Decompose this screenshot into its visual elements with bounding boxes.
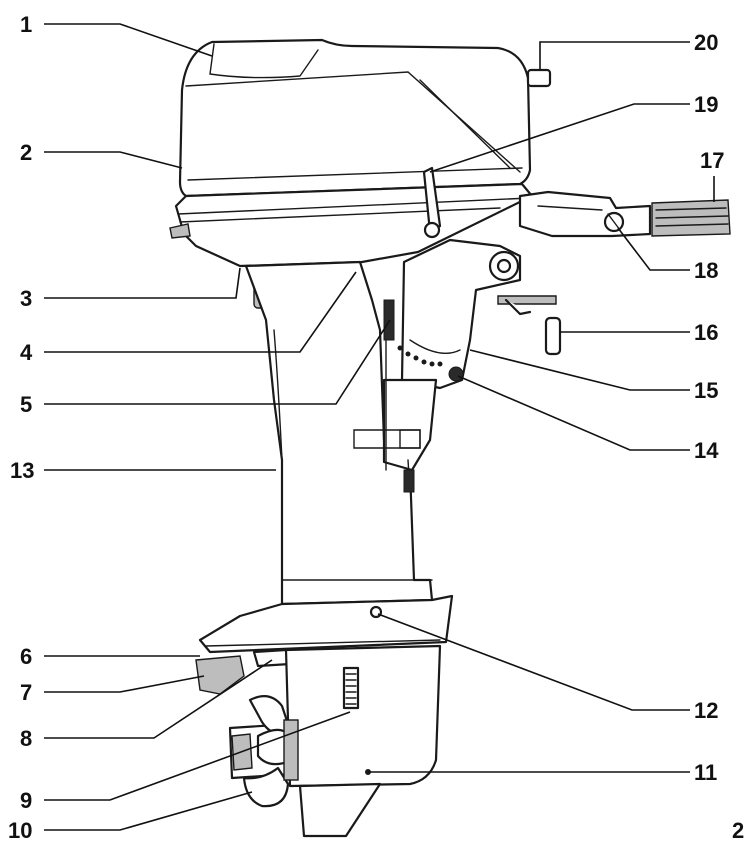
callout-15: 15 xyxy=(694,378,718,403)
outboard-motor-illustration xyxy=(169,38,731,838)
top-cowling xyxy=(178,38,532,198)
tiller-handle xyxy=(518,190,652,238)
clamp-screw xyxy=(497,295,557,305)
bottom-cowling xyxy=(174,182,534,268)
callout-8: 8 xyxy=(20,726,32,751)
tilt-lock-lever xyxy=(448,366,464,382)
leader-14 xyxy=(457,375,690,451)
clamp-screw-handle xyxy=(544,316,562,356)
callout-13: 13 xyxy=(10,458,34,483)
leader-20 xyxy=(539,41,690,70)
skeg xyxy=(298,782,382,838)
shift-rod xyxy=(383,299,395,341)
leader-2 xyxy=(44,151,183,169)
gear-housing xyxy=(284,644,442,788)
leader-15 xyxy=(469,349,690,391)
callout-16: 16 xyxy=(694,320,718,345)
callout-12: 12 xyxy=(694,698,718,723)
callout-17: 17 xyxy=(700,148,724,173)
callout-18: 18 xyxy=(694,258,718,283)
choke-knob xyxy=(526,68,552,88)
water-inlet-plug xyxy=(369,605,383,619)
callout-14: 14 xyxy=(694,438,719,463)
callout-6: 6 xyxy=(20,644,32,669)
callout-3: 3 xyxy=(20,286,32,311)
callout-19: 19 xyxy=(694,92,718,117)
callout-labels: 1 2 3 4 5 6 7 8 9 10 11 12 13 14 15 16 1… xyxy=(8,12,744,843)
leader-7 xyxy=(44,675,205,693)
leader-10 xyxy=(44,791,253,831)
leader-lines xyxy=(44,23,715,831)
callout-1: 1 xyxy=(20,12,32,37)
callout-2: 2 xyxy=(20,140,32,165)
leader-12 xyxy=(377,613,690,711)
callout-5: 5 xyxy=(20,392,32,417)
trim-tab xyxy=(195,655,245,695)
callout-10: 10 xyxy=(8,818,32,843)
leader-4 xyxy=(44,271,357,353)
stop-lever xyxy=(422,166,442,234)
callout-9: 9 xyxy=(20,788,32,813)
callout-4: 4 xyxy=(20,340,33,365)
leader-18 xyxy=(617,227,690,271)
callout-7: 7 xyxy=(20,680,32,705)
leader-3 xyxy=(44,267,241,299)
leader-8 xyxy=(44,659,273,739)
anti-ventilation-plate xyxy=(198,594,454,654)
leader-5 xyxy=(44,319,391,405)
leader-9 xyxy=(44,711,351,801)
leader-1 xyxy=(44,23,213,57)
callout-20: 20 xyxy=(694,30,718,55)
callout-11: 11 xyxy=(694,760,717,785)
leader-19 xyxy=(429,103,690,173)
page-number: 2 xyxy=(732,818,744,843)
